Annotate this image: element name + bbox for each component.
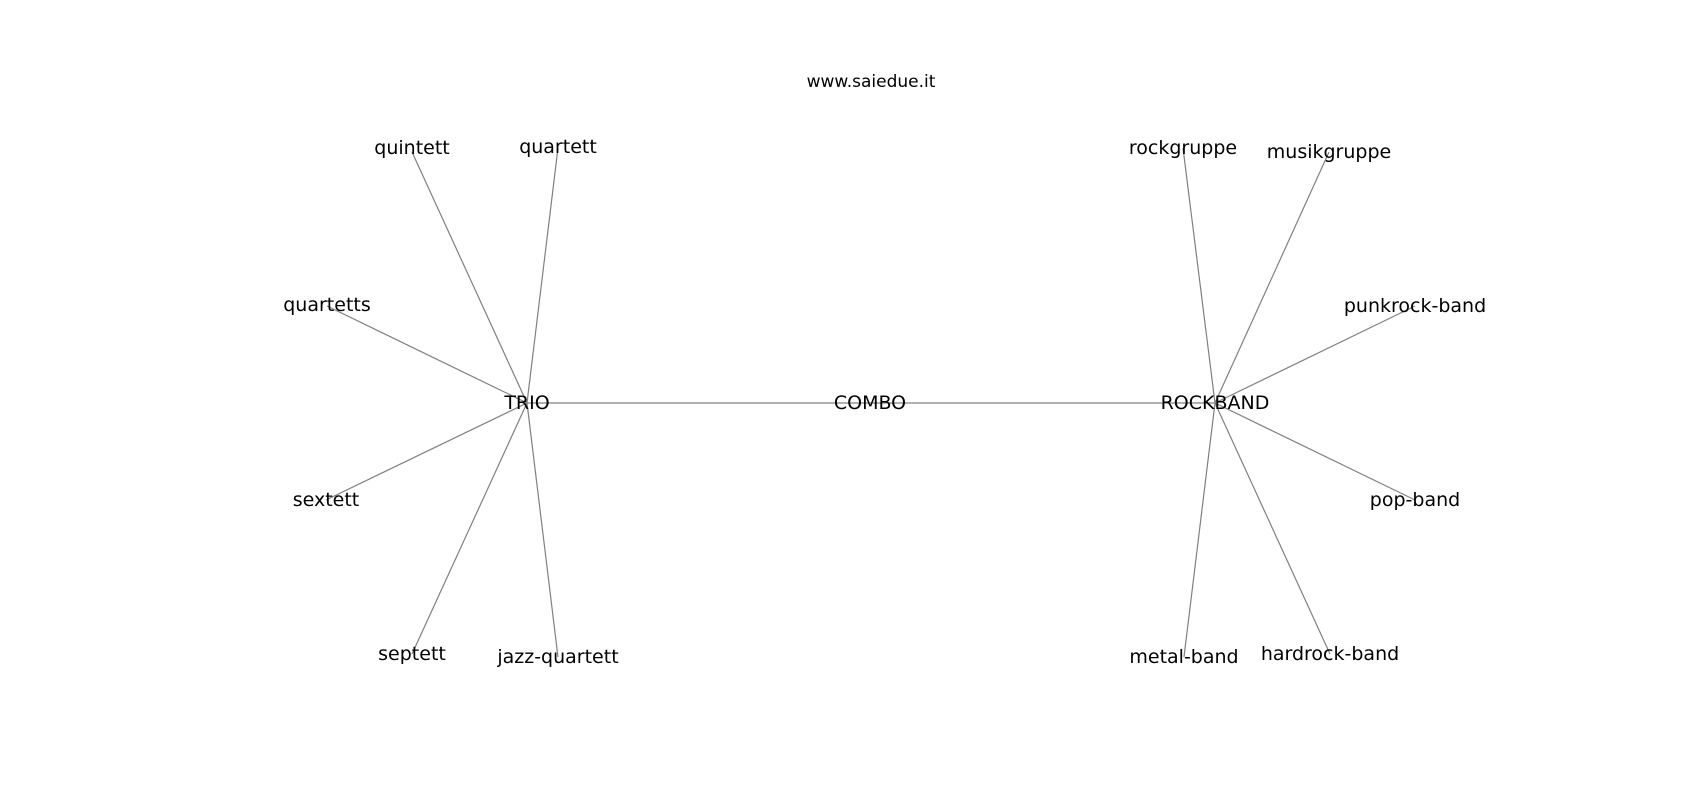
node-punkrock-band: punkrock-band [1344,295,1486,317]
node-rockgruppe: rockgruppe [1129,137,1237,159]
node-septett: septett [378,643,446,665]
node-pop-band: pop-band [1370,489,1460,511]
nodes-group: COMBO TRIO ROCKBAND quintett quartett quartet… [283,136,1486,668]
node-hardrock-band: hardrock-band [1261,643,1399,665]
node-rockband: ROCKBAND [1161,392,1270,414]
edge-rockband-musikgruppe [1214,151,1330,404]
node-jazz-quartett: jazz-quartett [496,646,618,668]
edge-rockband-metal-band [1183,402,1216,658]
node-quintett: quintett [374,137,449,159]
edge-rockband-rockgruppe [1182,147,1216,404]
edge-trio-quintett [411,151,528,404]
edge-trio-quartett [526,147,559,404]
edge-trio-septett [411,402,528,655]
node-musikgruppe: musikgruppe [1267,141,1391,163]
node-quartett: quartett [519,136,597,158]
edge-trio-jazz-quartett [526,402,559,658]
edge-rockband-punkrock-band [1214,305,1416,404]
node-trio: TRIO [503,392,549,414]
node-quartetts: quartetts [283,294,371,316]
edge-trio-quartetts [326,305,528,404]
node-combo: COMBO [834,392,906,414]
edge-trio-sextett [325,402,528,501]
node-metal-band: metal-band [1129,646,1238,668]
site-title: www.saiedue.it [807,72,936,92]
node-sextett: sextett [293,489,360,511]
edge-rockband-pop-band [1214,402,1416,501]
edges-group [325,147,1416,658]
edge-rockband-hardrock-band [1214,402,1331,655]
